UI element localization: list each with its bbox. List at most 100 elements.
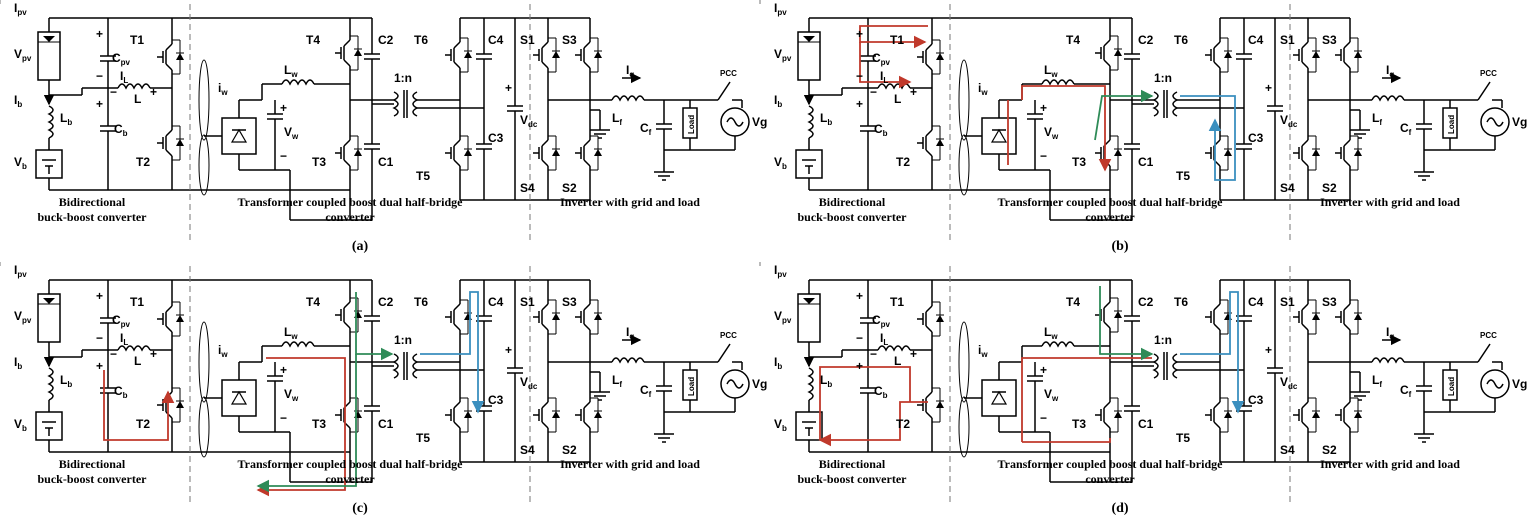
- label-s1: S1: [520, 295, 535, 309]
- label-s1: S1: [1280, 33, 1295, 47]
- polarity-minus: −: [856, 331, 863, 345]
- label-lw: Lw: [1044, 325, 1058, 341]
- polarity-plus: +: [910, 85, 917, 99]
- label-lw: Lw: [284, 325, 298, 341]
- label-vw: Vw: [1044, 387, 1059, 403]
- label-cf: Cf: [640, 383, 652, 399]
- polarity-plus: +: [280, 363, 287, 377]
- panel-label: (a): [352, 239, 369, 254]
- label-vpv: Vpv: [774, 309, 792, 325]
- label-c4: C4: [488, 33, 504, 47]
- label-turns-ratio: 1:n: [1154, 71, 1172, 85]
- label-s2: S2: [1322, 181, 1337, 195]
- label-vpv: Vpv: [774, 47, 792, 63]
- label-c3: C3: [1248, 393, 1264, 407]
- polarity-plus: +: [856, 289, 863, 303]
- label-l: L: [134, 92, 141, 106]
- polarity-plus: +: [150, 347, 157, 361]
- label-s2: S2: [1322, 443, 1337, 457]
- label-section-middle-line2: converter: [325, 210, 375, 224]
- label-section-left-line1: Bidirectional: [59, 195, 126, 209]
- polarity-plus: +: [856, 359, 863, 373]
- label-s4: S4: [520, 443, 535, 457]
- label-t3: T3: [1072, 155, 1086, 169]
- label-section-middle-line1: Transformer coupled boost dual half-brid…: [238, 195, 464, 209]
- label-ipv: Ipv: [774, 1, 787, 17]
- label-t6: T6: [414, 295, 428, 309]
- label-cb: Cb: [114, 384, 128, 400]
- label-c4: C4: [1248, 33, 1264, 47]
- label-vw: Vw: [284, 125, 299, 141]
- label-vw: Vw: [1044, 125, 1059, 141]
- label-l: L: [894, 354, 901, 368]
- label-lb: Lb: [820, 373, 832, 389]
- label-ig: Ig: [626, 325, 634, 341]
- polarity-minus: −: [870, 347, 877, 361]
- label-s1: S1: [1280, 295, 1295, 309]
- label-il: IL: [880, 69, 888, 85]
- flow-paths-d: [818, 286, 1245, 447]
- label-c4: C4: [1248, 295, 1264, 309]
- label-cf: Cf: [1400, 121, 1412, 137]
- label-turns-ratio: 1:n: [394, 333, 412, 347]
- label-t2: T2: [896, 155, 910, 169]
- label-load: Load: [687, 115, 696, 134]
- label-section-right: Inverter with grid and load: [560, 457, 700, 471]
- label-vdc: Vdc: [1280, 113, 1298, 129]
- label-s3: S3: [1322, 295, 1337, 309]
- polarity-plus: +: [150, 85, 157, 99]
- label-t5: T5: [416, 431, 430, 445]
- flow-paths-b: [859, 25, 1236, 181]
- label-section-middle-line1: Transformer coupled boost dual half-brid…: [998, 195, 1224, 209]
- label-t1: T1: [130, 33, 144, 47]
- label-ib: Ib: [774, 93, 782, 109]
- polarity-minus: −: [110, 85, 117, 99]
- label-load: Load: [1447, 377, 1456, 396]
- polarity-plus: +: [505, 343, 512, 357]
- label-c2: C2: [378, 33, 394, 47]
- polarity-plus: +: [96, 289, 103, 303]
- label-t5: T5: [1176, 431, 1190, 445]
- label-l: L: [894, 92, 901, 106]
- polarity-plus: +: [856, 97, 863, 111]
- label-t3: T3: [312, 417, 326, 431]
- label-t5: T5: [1176, 169, 1190, 183]
- label-vb: Vb: [774, 417, 787, 433]
- label-vb: Vb: [14, 155, 27, 171]
- label-t4: T4: [1066, 33, 1080, 47]
- polarity-plus: +: [856, 27, 863, 41]
- label-t1: T1: [130, 295, 144, 309]
- label-c1: C1: [1138, 155, 1154, 169]
- label-vw: Vw: [284, 387, 299, 403]
- label-lb: Lb: [60, 373, 72, 389]
- label-t1: T1: [890, 33, 904, 47]
- label-t3: T3: [312, 155, 326, 169]
- label-s4: S4: [1280, 181, 1295, 195]
- label-cb: Cb: [874, 122, 888, 138]
- label-t2: T2: [136, 155, 150, 169]
- label-t2: T2: [136, 417, 150, 431]
- label-cb: Cb: [114, 122, 128, 138]
- label-vpv: Vpv: [14, 309, 32, 325]
- label-ib: Ib: [774, 355, 782, 371]
- label-ib: Ib: [14, 93, 22, 109]
- label-t1: T1: [890, 295, 904, 309]
- label-t4: T4: [306, 295, 320, 309]
- label-t5: T5: [416, 169, 430, 183]
- label-pcc: PCC: [1480, 69, 1497, 78]
- label-vdc: Vdc: [1280, 375, 1298, 391]
- label-c1: C1: [1138, 417, 1154, 431]
- label-t3: T3: [1072, 417, 1086, 431]
- label-vdc: Vdc: [520, 113, 538, 129]
- label-c4: C4: [488, 295, 504, 309]
- label-c1: C1: [378, 417, 394, 431]
- label-turns-ratio: 1:n: [1154, 333, 1172, 347]
- label-section-left-line1: Bidirectional: [819, 195, 886, 209]
- label-cpv: Cpv: [872, 313, 891, 329]
- label-vpv: Vpv: [14, 47, 32, 63]
- label-section-middle-line2: converter: [325, 472, 375, 486]
- label-turns-ratio: 1:n: [394, 71, 412, 85]
- label-vb: Vb: [774, 155, 787, 171]
- polarity-minus: −: [96, 331, 103, 345]
